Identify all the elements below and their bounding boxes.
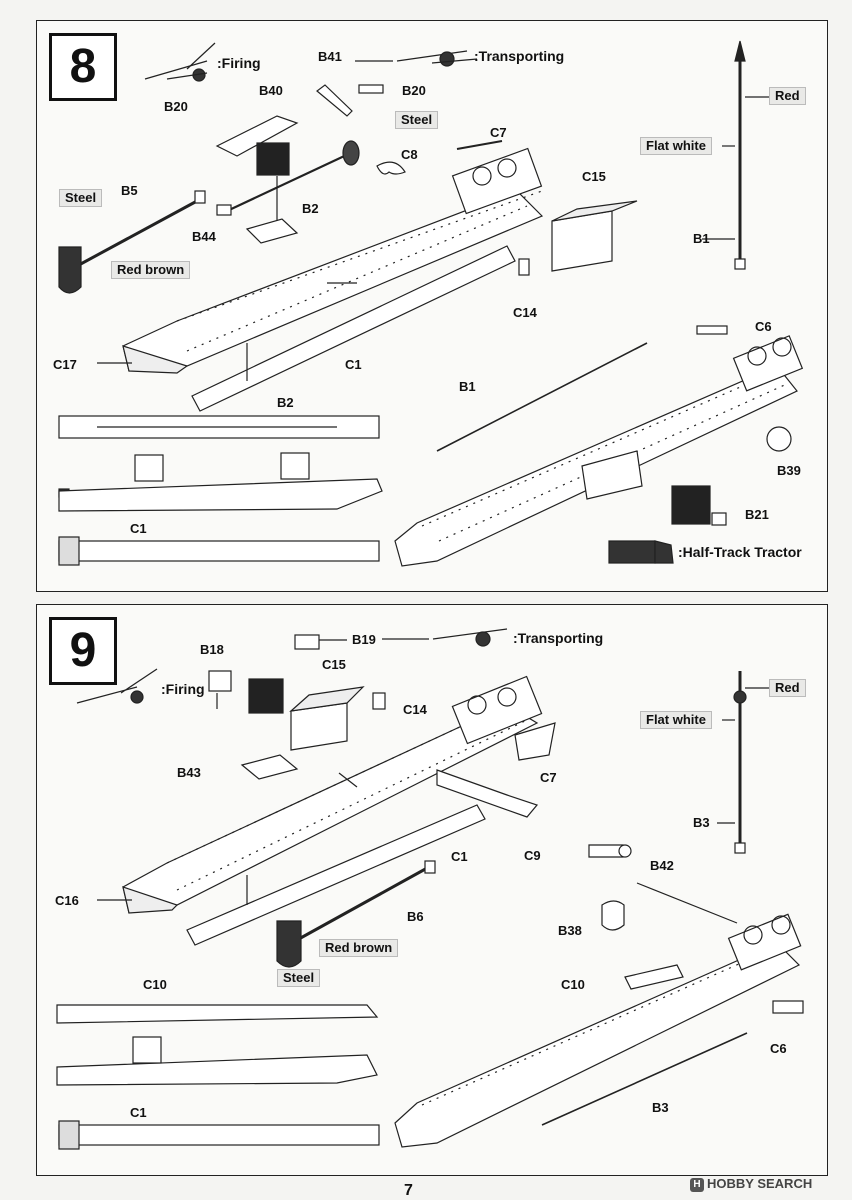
part-c15-label: C15 [322,657,346,672]
part-b1-label: B1 [693,231,710,246]
part-b5-label: B5 [121,183,138,198]
part-b1-label: B1 [459,379,476,394]
part-c15-label: C15 [582,169,606,184]
step-9-panel: 9 [36,604,828,1176]
firing-gun-icon [144,42,216,82]
trail-assembled-drawing [394,882,804,1148]
part-c7-label: C7 [540,770,557,785]
part-b2-label: B2 [277,395,294,410]
part-c7-label: C7 [490,125,507,140]
transporting-label: :Transporting [474,48,565,64]
half-track-label: :Half-Track Tractor [678,544,802,560]
part-b44-label: B44 [192,229,216,244]
part-b41-label: B41 [318,49,342,64]
page-number: 7 [404,1182,413,1199]
part-c1-strip [191,245,516,412]
part-c1-label: C1 [345,357,362,372]
watermark-text: HOBBY SEARCH [707,1176,813,1191]
part-c14-label: C14 [513,305,537,320]
part-b3-label: B3 [693,815,710,830]
trail-assembled-drawing [394,325,804,567]
transporting-gun-icon [355,50,478,67]
color-steel-tag: Steel [277,969,321,987]
part-b2-label: B2 [302,201,319,216]
part-c17-label: C17 [53,357,77,372]
part-b6-label: B6 [407,909,424,924]
step-number: 8 [49,33,117,101]
part-c1-label: C1 [451,849,468,864]
part-c14-label: C14 [403,702,427,717]
step-8-illustration [58,40,804,567]
color-flat-white-tag: Flat white [640,711,712,729]
color-red-brown-tag: Red brown [319,939,399,957]
color-red-tag: Red [769,679,806,697]
part-c6-label: C6 [755,319,772,334]
part-b43-label: B43 [177,765,201,780]
firing-gun-icon [76,668,158,704]
part-b38-label: B38 [558,923,582,938]
part-c9-label: C9 [524,848,541,863]
trail-c16-drawing [122,675,556,914]
part-c1-label: C1 [130,1105,147,1120]
firing-label: :Firing [217,55,261,71]
part-c1-label: C1 [130,521,147,536]
part-b42-label: B42 [650,858,674,873]
part-b3-label: B3 [652,1100,669,1115]
step-9-illustration [56,628,804,1150]
hobby-search-logo-icon: H [690,1177,704,1192]
part-b39-label: B39 [777,463,801,478]
color-red-tag: Red [769,87,806,105]
part-b20-label: B20 [402,83,426,98]
step-number: 9 [49,617,117,685]
part-c16-label: C16 [55,893,79,908]
color-red-brown-tag: Red brown [111,261,191,279]
color-steel-tag: Steel [395,111,439,129]
firing-label: :Firing [161,681,205,697]
part-b20-label: B20 [164,99,188,114]
part-c8-label: C8 [401,147,418,162]
part-c10-label: C10 [561,977,585,992]
part-b21-label: B21 [745,507,769,522]
part-c6-label: C6 [770,1041,787,1056]
part-b18-label: B18 [200,642,224,657]
color-flat-white-tag: Flat white [640,137,712,155]
part-b19-label: B19 [352,632,376,647]
part-b40-label: B40 [259,83,283,98]
color-steel-tag: Steel [59,189,103,207]
transporting-gun-icon [382,628,508,647]
transporting-label: :Transporting [513,630,604,646]
part-c10-label: C10 [143,977,167,992]
step-8-panel: 8 [36,20,828,592]
trail-c17-drawing [122,147,544,374]
